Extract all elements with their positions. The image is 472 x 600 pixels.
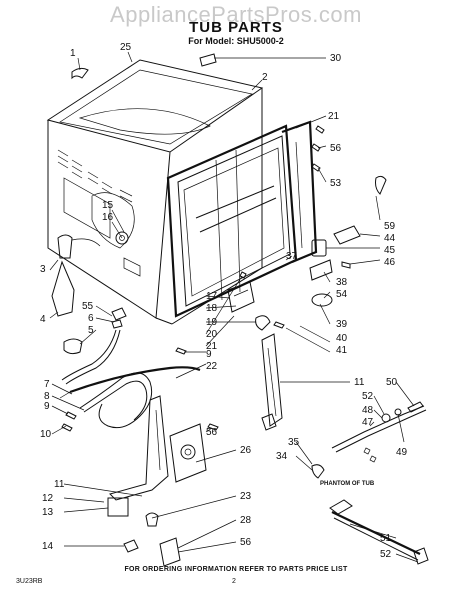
callout-38: 38 — [336, 277, 348, 288]
callout-59: 59 — [384, 221, 396, 232]
callout-46: 46 — [384, 257, 396, 268]
tub-drawing — [46, 59, 264, 325]
callout-20: 20 — [206, 329, 218, 340]
callout-53: 53 — [330, 178, 342, 189]
model-subtitle: For Model: SHU5000-2 — [188, 36, 284, 46]
door-spring-assembly — [311, 401, 427, 479]
part-14-clip — [123, 539, 139, 553]
callout-56: 56 — [330, 143, 342, 154]
callout-34: 34 — [276, 451, 288, 462]
callout-44: 44 — [384, 233, 396, 244]
callout-labels: 1 25 30 2 21 56 53 59 44 45 46 15 16 37 … — [40, 42, 408, 560]
callout-21b: 21 — [206, 341, 218, 352]
callout-26: 26 — [240, 445, 252, 456]
callout-55: 55 — [82, 301, 94, 312]
part-26-bracket — [169, 423, 219, 483]
callout-37: 37 — [286, 251, 298, 262]
inlet-hose — [61, 307, 127, 385]
callout-51: 51 — [380, 533, 392, 544]
watermark: AppliancePartsPros.com — [110, 2, 362, 27]
callout-14: 14 — [42, 541, 54, 552]
callout-47: 47 — [362, 417, 374, 428]
callout-11: 11 — [354, 377, 365, 388]
callout-10: 10 — [40, 429, 52, 440]
callout-19: 19 — [206, 317, 218, 328]
part-11-right-rail — [261, 333, 283, 431]
callout-11b: 11 — [54, 479, 65, 490]
callout-8: 8 — [44, 391, 50, 402]
callout-48: 48 — [362, 405, 374, 416]
part-30-pad — [199, 53, 217, 67]
part-28-bracket — [159, 537, 181, 567]
screws-left — [61, 321, 285, 432]
screws-right — [311, 125, 325, 172]
ordering-footer: FOR ORDERING INFORMATION REFER TO PARTS … — [124, 566, 348, 573]
callout-45: 45 — [384, 245, 396, 256]
callout-9b: 9 — [44, 401, 50, 412]
callout-56b: 56 — [206, 427, 218, 438]
callout-3: 3 — [40, 264, 46, 275]
callout-54: 54 — [336, 289, 348, 300]
callout-6: 6 — [88, 313, 94, 324]
callout-28: 28 — [240, 515, 252, 526]
phantom-note: PHANTOM OF TUB — [320, 481, 375, 487]
callout-25: 25 — [120, 42, 132, 53]
callout-30: 30 — [330, 53, 342, 64]
callout-52: 52 — [362, 391, 374, 402]
drawing-code: 3U23RB — [16, 578, 43, 585]
part-51-rail — [329, 499, 429, 565]
callout-35: 35 — [288, 437, 300, 448]
callout-17: 17 — [206, 291, 218, 302]
callout-50: 50 — [386, 377, 398, 388]
callout-15: 15 — [102, 200, 114, 211]
tub-frame — [166, 120, 318, 318]
callout-23: 23 — [240, 491, 252, 502]
callout-56c: 56 — [240, 537, 252, 548]
part-17-bracket — [227, 271, 271, 331]
callout-41: 41 — [336, 345, 348, 356]
callout-52b: 52 — [380, 549, 392, 560]
part-3-fill-assembly — [51, 234, 101, 317]
callout-13: 13 — [42, 507, 54, 518]
callout-1: 1 — [70, 48, 76, 59]
callout-12: 12 — [42, 493, 54, 504]
callout-2: 2 — [262, 72, 268, 83]
float-assembly — [309, 225, 361, 307]
part-59-clip — [375, 175, 387, 195]
page-number: 2 — [232, 578, 236, 585]
callout-39: 39 — [336, 319, 348, 330]
callout-40: 40 — [336, 333, 348, 344]
page-title: TUB PARTS — [189, 19, 283, 36]
callout-21: 21 — [328, 111, 340, 122]
callout-7: 7 — [44, 379, 50, 390]
callout-4: 4 — [40, 314, 46, 325]
callout-16: 16 — [102, 212, 114, 223]
part-1-clip — [71, 67, 89, 80]
leader-lines — [49, 51, 419, 563]
callout-49: 49 — [396, 447, 408, 458]
callout-22: 22 — [206, 361, 218, 372]
callout-5: 5 — [88, 325, 94, 336]
callout-9: 9 — [206, 349, 212, 360]
callout-18: 18 — [206, 303, 218, 314]
